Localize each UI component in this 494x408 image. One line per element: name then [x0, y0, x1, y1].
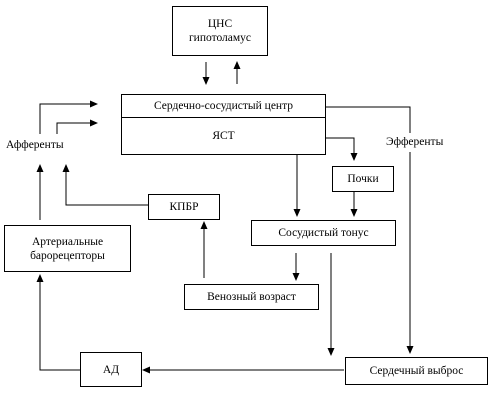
- node-cv-center: Сердечно-сосудистый центр ЯСТ: [121, 94, 326, 155]
- node-baroreceptors: Артериальные барорецепторы: [4, 225, 131, 272]
- arrow-afferents-to-center-low: [56, 119, 98, 134]
- node-cv-center-sub: ЯСТ: [212, 130, 235, 142]
- line-center-to-efferents: [325, 106, 411, 133]
- node-bp: АД: [80, 352, 142, 387]
- node-baroreceptors-line1: Артериальные: [31, 235, 104, 248]
- arrow-kpbr-to-afferents: [62, 164, 148, 206]
- node-cardiac-output: Сердечный выброс: [345, 357, 488, 385]
- node-baroreceptors-line2: барорецепторы: [30, 249, 105, 262]
- arrow-center-to-kidneys: [325, 137, 358, 161]
- arrow-bp-to-baroreceptors: [36, 274, 80, 371]
- label-efferents: Эфференты: [386, 136, 444, 148]
- node-vascular-tone: Сосудистый тонус: [251, 220, 396, 246]
- label-afferents: Афференты: [6, 139, 64, 151]
- node-cns: ЦНС гипотоламус: [172, 6, 268, 56]
- node-kidneys: Почки: [332, 166, 394, 192]
- node-cns-line2: гипотоламус: [188, 32, 252, 44]
- node-kpbr: КПБР: [148, 194, 220, 220]
- node-cns-line1: ЦНС: [207, 18, 233, 30]
- arrow-afferents-to-center-top: [39, 100, 98, 134]
- node-venous-return: Венозный возраст: [184, 284, 319, 310]
- node-cv-center-title: Сердечно-сосудистый центр: [122, 95, 325, 118]
